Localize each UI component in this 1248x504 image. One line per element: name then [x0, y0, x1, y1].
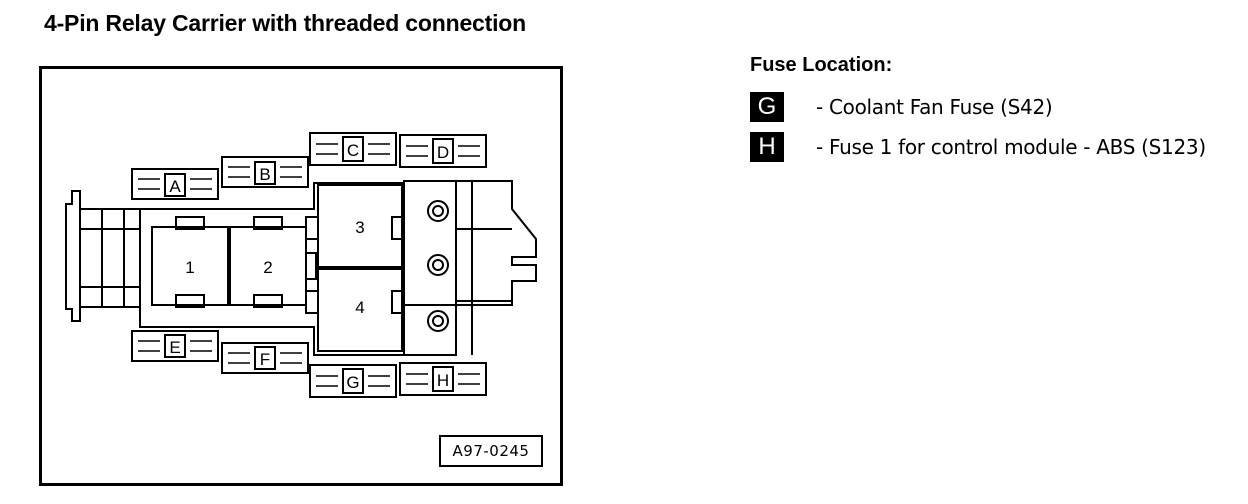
fuse-label-c: C [347, 141, 359, 160]
fuse-badge-h: H [750, 132, 784, 162]
relay-socket-1 [151, 226, 229, 306]
diagram-title: 4-Pin Relay Carrier with threaded connec… [44, 10, 526, 36]
fuse-d [399, 134, 487, 168]
legend-title: Fuse Location: [750, 54, 893, 76]
fuse-b [221, 156, 309, 188]
fuse-label-a: A [169, 177, 181, 196]
fuse-label-e: E [169, 338, 180, 357]
fuse-c [309, 132, 397, 166]
fuse-label-f: F [260, 350, 270, 369]
terminal-stud-top [427, 200, 449, 222]
terminal-stud-middle [427, 254, 449, 276]
legend-text-h: - Fuse 1 for control module - ABS (S123) [816, 135, 1206, 159]
relay-carrier-figure: 1 2 3 4 A B C D E F G H A97-0245 [39, 66, 563, 486]
figure-id: A97-0245 [439, 435, 543, 467]
legend-item-g: G - Coolant Fan Fuse (S42) [750, 91, 1206, 123]
fuse-a [131, 168, 219, 200]
fuse-label-h: H [437, 371, 449, 390]
legend-text-g: - Coolant Fan Fuse (S42) [816, 95, 1053, 119]
bracket-arm [80, 208, 141, 308]
fuse-e [131, 330, 219, 362]
fuse-label-g: G [346, 373, 359, 392]
relay-label-2: 2 [263, 258, 272, 277]
terminal-stud-bottom [427, 310, 449, 332]
threaded-connection-block [403, 180, 457, 356]
mounting-bracket-left [65, 190, 81, 322]
fuse-badge-g: G [750, 92, 784, 122]
fuse-f [221, 342, 309, 374]
relay-label-3: 3 [355, 218, 364, 237]
fuse-label-b: B [259, 165, 270, 184]
relay-label-1: 1 [185, 258, 194, 277]
fuse-label-d: D [437, 143, 449, 162]
legend-item-h: H - Fuse 1 for control module - ABS (S12… [750, 131, 1206, 163]
fuse-legend: Fuse Location: G - Coolant Fan Fuse (S42… [750, 54, 1206, 171]
relay-label-4: 4 [355, 298, 364, 317]
relay-carrier-drawing: 1 2 3 4 A B C D E F G H [65, 132, 537, 398]
fuse-h [399, 362, 487, 396]
fuse-g [309, 364, 397, 398]
